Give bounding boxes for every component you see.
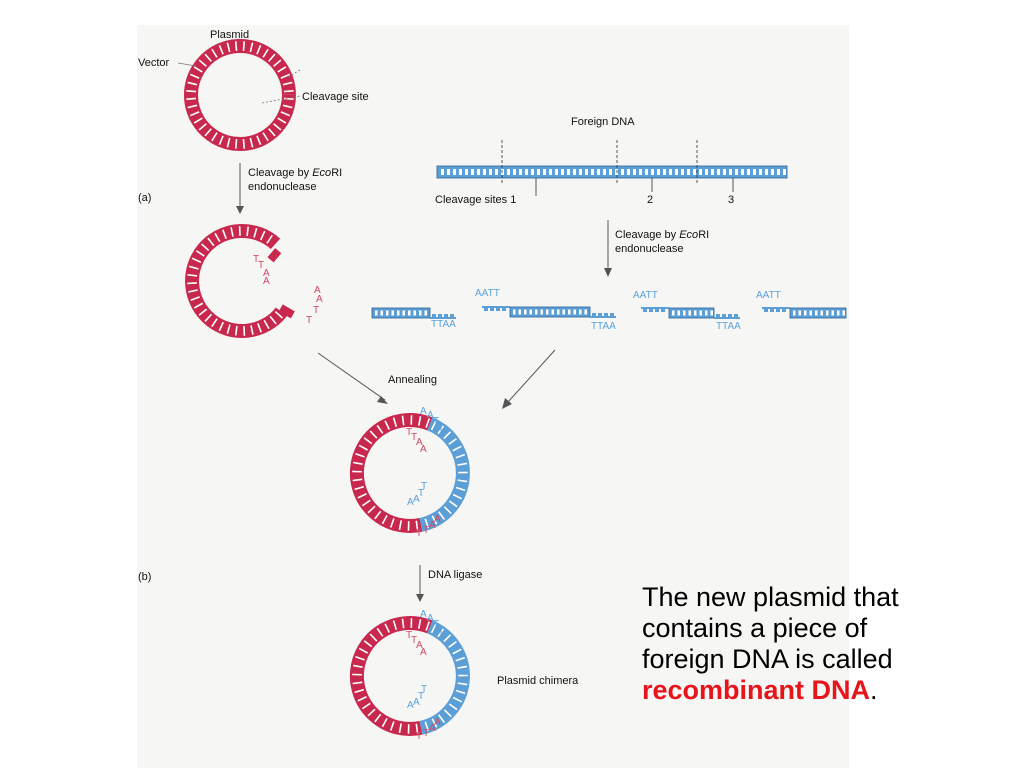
cleavage-by-ecori-label-a: Cleavage by EcoRI <box>248 167 342 179</box>
opened-plasmid-aatt-3: T <box>306 315 312 326</box>
annealed-lower-aatt-3: T <box>421 481 427 492</box>
chimera-upper-aatt-2: T <box>433 619 439 630</box>
figure-panel <box>137 25 849 768</box>
opened-plasmid-ttaa-3: A <box>263 276 270 287</box>
cleavage-sites-label: Cleavage sites 1 <box>435 194 516 206</box>
annealed-lower-ttaa-0: T <box>416 528 422 539</box>
annealed-lower-aatt-2: T <box>418 488 424 499</box>
caption-line-2: contains a piece of <box>642 613 868 643</box>
opened-plasmid-aatt-0: A <box>314 285 321 296</box>
annealing-label: Annealing <box>388 374 437 386</box>
opened-plasmid-ttaa-1: T <box>258 260 264 271</box>
annealed-lower-aatt-1: A <box>413 494 420 505</box>
dna-ligase-label: DNA ligase <box>428 569 482 581</box>
foreign-fragment-1 <box>482 306 616 318</box>
fragment0-ttaa-label: TTAA <box>431 319 456 330</box>
chimera-lower-aatt-3: T <box>421 684 427 695</box>
cleavage-site-3-label: 3 <box>728 194 734 206</box>
chimera-upper-aatt-3: T <box>438 626 444 637</box>
cleavage-site-label: Cleavage site <box>302 91 369 103</box>
opened-plasmid-ttaa-0: T <box>253 254 259 265</box>
plasmid-chimera-label: Plasmid chimera <box>497 675 579 687</box>
plasmid-intact <box>184 38 296 151</box>
vector-label: Vector <box>138 57 170 69</box>
caption-line-3: foreign DNA is called <box>642 644 893 674</box>
chimera-lower-ttaa-3: A <box>434 717 441 728</box>
plasmid-label: Plasmid <box>210 29 249 41</box>
annealed-upper-ttaa-2: A <box>416 437 423 448</box>
opened-plasmid-aatt-1: A <box>316 294 323 305</box>
chimera-upper-ttaa-1: T <box>411 635 417 646</box>
fragment2-ttaa-label: TTAA <box>716 321 741 332</box>
annealed-upper-ttaa-0: T <box>406 427 412 438</box>
chimera-upper-aatt-0: A <box>420 609 427 620</box>
chimera-lower-ttaa-2: A <box>429 723 436 734</box>
annealed-upper-aatt-1: A <box>427 410 434 421</box>
cleavage-site-2-label: 2 <box>647 194 653 206</box>
annealed-upper-ttaa-3: A <box>420 444 427 455</box>
annealed-lower-ttaa-3: A <box>434 514 441 525</box>
annealed-lower-aatt-0: A <box>407 497 414 508</box>
cleavage-by-ecori-label-b: Cleavage by EcoRI <box>615 229 709 241</box>
annealed-lower-ttaa-1: T <box>423 525 429 536</box>
chimera-lower-aatt-2: T <box>418 691 424 702</box>
caption-text: The new plasmid that contains a piece of… <box>642 582 987 706</box>
chimera-lower-ttaa-1: T <box>423 728 429 739</box>
foreign-dna-strand <box>436 165 788 179</box>
chimera-upper-aatt-1: A <box>427 613 434 624</box>
foreign-fragment-0 <box>371 307 456 319</box>
chimera-lower-aatt-0: A <box>407 700 414 711</box>
foreign-fragment-3 <box>762 307 847 319</box>
panel-a-label: (a) <box>138 192 151 204</box>
foreign-dna-label: Foreign DNA <box>571 116 635 128</box>
chimera-lower-aatt-1: A <box>413 697 420 708</box>
panel-b-label: (b) <box>138 571 151 583</box>
plasmid-opened <box>185 223 295 338</box>
chimera-upper-ttaa-2: A <box>416 640 423 651</box>
caption-line-4: recombinant DNA. <box>642 675 987 706</box>
annealed-upper-aatt-2: T <box>433 416 439 427</box>
recombinant-dna-highlight: recombinant DNA <box>642 675 871 705</box>
annealed-upper-ttaa-1: T <box>411 432 417 443</box>
annealed-lower-ttaa-2: A <box>429 520 436 531</box>
annealed-upper-aatt-3: T <box>438 423 444 434</box>
caption-line-1: The new plasmid that <box>642 582 899 612</box>
chimera-upper-ttaa-0: T <box>406 630 412 641</box>
foreign-fragment-2 <box>641 307 740 319</box>
fragment3-aatt-label: AATT <box>756 290 781 301</box>
opened-plasmid-ttaa-2: A <box>263 268 270 279</box>
caption-period: . <box>870 675 878 705</box>
fragment1-ttaa-label: TTAA <box>591 321 616 332</box>
chimera-upper-ttaa-3: A <box>420 647 427 658</box>
endonuclease-label-b: endonuclease <box>615 243 684 255</box>
annealed-upper-aatt-0: A <box>420 406 427 417</box>
opened-plasmid-aatt-2: T <box>313 305 319 316</box>
endonuclease-label-a: endonuclease <box>248 181 317 193</box>
fragment2-aatt-label: AATT <box>633 290 658 301</box>
fragment1-aatt-label: AATT <box>475 288 500 299</box>
chimera-lower-ttaa-0: T <box>416 731 422 742</box>
